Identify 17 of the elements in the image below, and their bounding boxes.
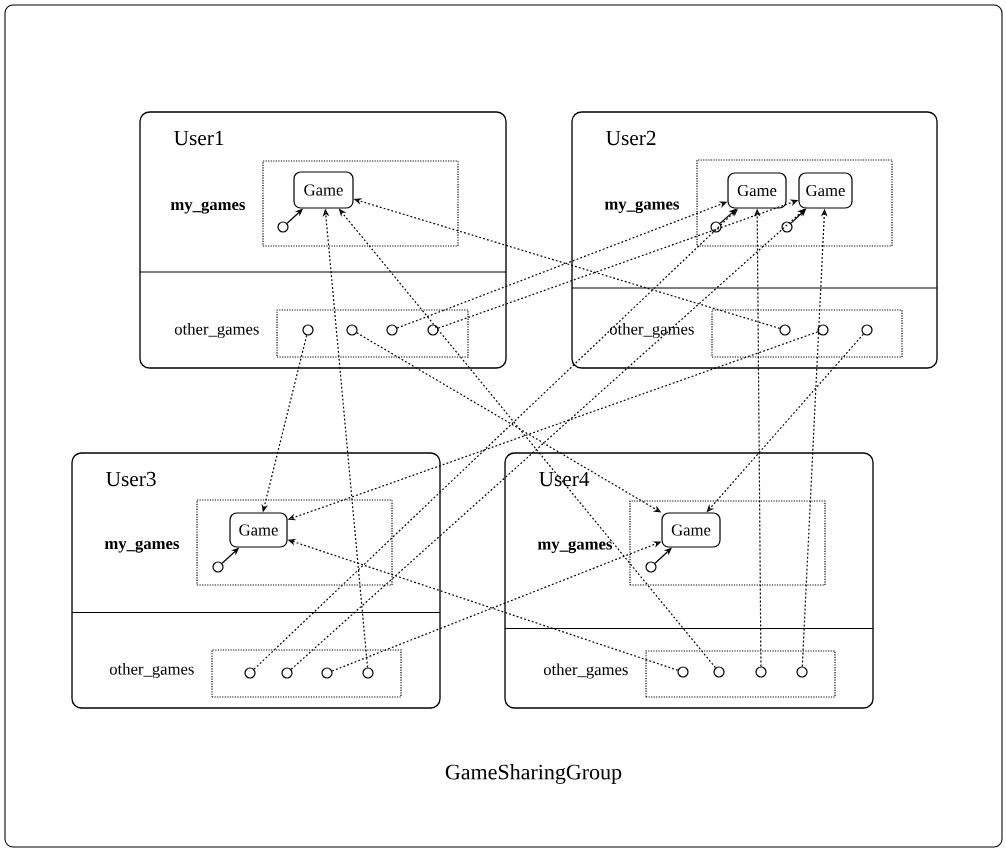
node-label: my_games [537,540,613,554]
node-label: my_games [170,201,245,214]
compartment-box: other_games [543,650,836,698]
game-box: Game [727,172,787,209]
node-label: other_games [109,662,194,679]
node-label: my_games [604,200,680,214]
node-label: other_games [609,322,694,339]
compartment-box: other_games [109,649,402,698]
node-label: other_games [543,663,628,679]
compartment-box: other_games [174,309,469,358]
node-label: my_games [104,540,179,553]
compartment-box: other_games [609,309,903,358]
game-box: Game [229,512,288,548]
node-label: other_games [174,322,259,339]
game-box: Game [293,171,354,209]
game-box: Game [661,512,721,548]
game-box: Game [798,172,853,209]
